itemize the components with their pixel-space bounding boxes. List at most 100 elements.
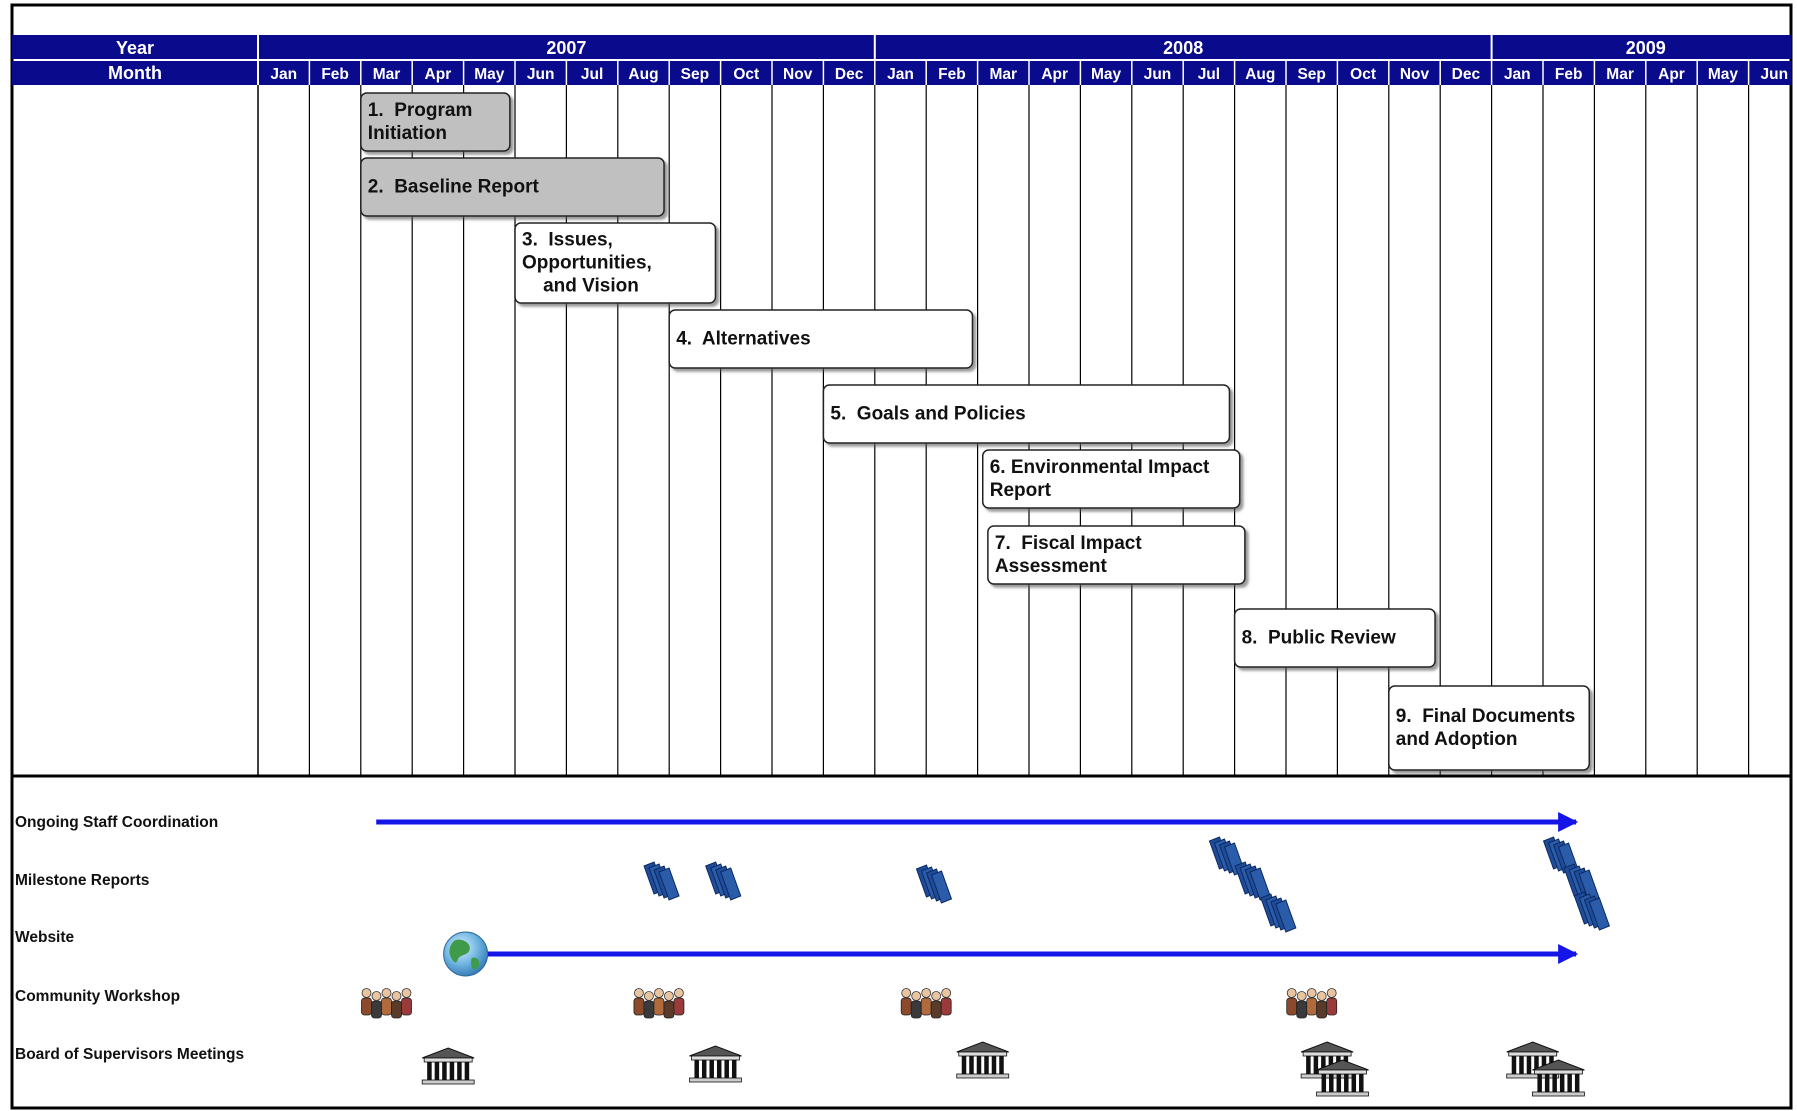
roof xyxy=(956,1041,1009,1053)
task-label: and Vision xyxy=(522,276,639,297)
person-body xyxy=(930,1000,942,1019)
column xyxy=(1574,1074,1580,1092)
board-meeting-building-icon xyxy=(689,1045,742,1083)
milestone-report-icon xyxy=(1573,891,1611,931)
month-label: Sep xyxy=(681,66,709,83)
column xyxy=(1544,1074,1550,1092)
entablature xyxy=(1534,1069,1583,1075)
person-body xyxy=(653,997,665,1016)
month-label: Jan xyxy=(887,66,914,83)
column xyxy=(1359,1074,1364,1092)
book-page xyxy=(658,867,680,901)
month-label: Dec xyxy=(835,66,864,83)
globe-land xyxy=(471,957,480,970)
column xyxy=(434,1062,440,1080)
column xyxy=(1336,1074,1342,1092)
task-bar-8: 8. Public Review xyxy=(1233,608,1436,668)
column xyxy=(1541,1056,1547,1074)
person-body xyxy=(900,997,912,1016)
task-box xyxy=(981,449,1241,509)
person-body xyxy=(401,997,412,1016)
activity-label: Community Workshop xyxy=(15,988,180,1005)
task-label: 3. Issues, xyxy=(522,230,613,251)
column xyxy=(969,1056,974,1074)
person-head xyxy=(941,988,952,998)
column xyxy=(449,1062,455,1080)
column xyxy=(1313,1056,1319,1074)
person-head xyxy=(371,991,382,1001)
month-label: Jul xyxy=(581,66,603,83)
roof xyxy=(1300,1041,1354,1053)
activity-label: Milestone Reports xyxy=(15,872,149,889)
person-body xyxy=(1296,1000,1308,1019)
community-workshop-icon xyxy=(633,988,685,1019)
base xyxy=(689,1077,742,1083)
community-workshop-icon xyxy=(900,988,952,1019)
year-label: 2007 xyxy=(546,38,586,58)
task-box xyxy=(987,525,1246,585)
month-label: Jun xyxy=(1144,66,1172,83)
board-meeting-building-icon xyxy=(421,1047,475,1085)
column xyxy=(1306,1056,1311,1074)
task-box xyxy=(822,384,1231,444)
month-label: Jan xyxy=(270,66,297,83)
task-bar-4: 4. Alternatives xyxy=(668,309,974,369)
book-page xyxy=(1588,897,1611,931)
column xyxy=(464,1062,470,1080)
person-head xyxy=(391,991,402,1001)
book-page xyxy=(930,870,953,904)
month-label: Mar xyxy=(990,66,1018,83)
task-bar-5: 5. Goals and Policies xyxy=(822,384,1231,444)
column xyxy=(457,1062,462,1080)
column xyxy=(724,1060,729,1078)
column xyxy=(701,1060,707,1078)
person-head xyxy=(1296,991,1307,1001)
person-head xyxy=(634,988,644,998)
person-head xyxy=(1316,991,1327,1001)
month-label: Feb xyxy=(1555,66,1583,83)
entablature xyxy=(1508,1051,1558,1057)
roof xyxy=(1506,1041,1559,1053)
person-body xyxy=(920,997,932,1016)
person-body xyxy=(391,1000,402,1019)
person-body xyxy=(673,997,685,1016)
activity-marks xyxy=(361,812,1611,1097)
month-header-label: Month xyxy=(108,63,162,83)
task-box xyxy=(668,309,974,369)
base xyxy=(1316,1091,1369,1097)
task-bar-2: 2. Baseline Report xyxy=(360,157,665,217)
task-box xyxy=(1233,608,1436,668)
month-label: Aug xyxy=(628,66,658,83)
person-head xyxy=(1286,988,1297,998)
person-head xyxy=(381,988,392,998)
person-head xyxy=(931,991,942,1001)
book-page xyxy=(1275,899,1297,933)
community-workshop-icon xyxy=(1286,988,1338,1019)
task-label: 6. Environmental Impact xyxy=(990,457,1210,478)
task-box xyxy=(360,157,665,217)
task-box xyxy=(360,92,511,152)
base xyxy=(956,1073,1010,1079)
globe-icon xyxy=(443,931,489,977)
task-label: 5. Goals and Policies xyxy=(830,404,1025,425)
column xyxy=(1537,1074,1542,1092)
year-label: 2009 xyxy=(1626,38,1666,58)
base xyxy=(421,1079,475,1085)
person-body xyxy=(1286,997,1298,1016)
task-label: 1. Program xyxy=(368,100,473,121)
column xyxy=(694,1060,699,1078)
task-label: Initiation xyxy=(368,123,447,144)
globe-land xyxy=(449,939,470,963)
person-body xyxy=(633,997,645,1016)
column xyxy=(1321,1074,1327,1092)
month-label: Nov xyxy=(1400,66,1430,83)
column xyxy=(1519,1056,1524,1074)
column xyxy=(976,1056,982,1074)
person-body xyxy=(910,1000,922,1019)
month-label: Aug xyxy=(1245,66,1275,83)
month-label: Apr xyxy=(1658,66,1685,83)
